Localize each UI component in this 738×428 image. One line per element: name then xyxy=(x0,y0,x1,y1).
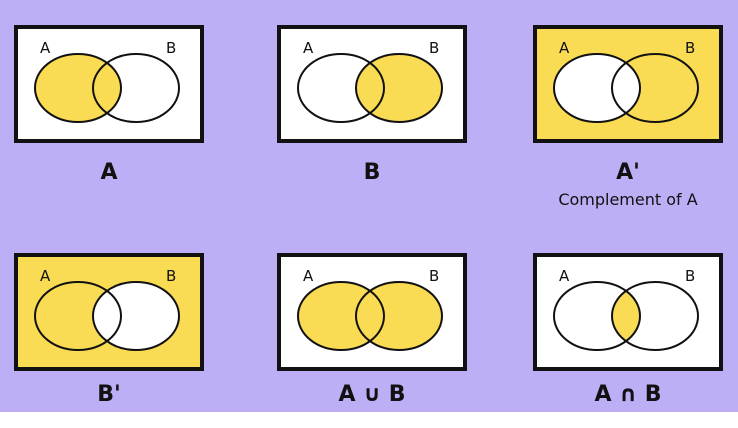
set-b-label: B xyxy=(685,39,695,57)
set-a-outline xyxy=(34,53,122,123)
caption-b-complement: B' xyxy=(97,382,121,407)
set-a-label: A xyxy=(40,267,51,285)
set-a-label: A xyxy=(303,267,314,285)
set-b-label: B xyxy=(166,267,176,285)
set-b-outline xyxy=(92,281,180,351)
set-b-outline xyxy=(355,281,443,351)
set-b-label: B xyxy=(429,39,439,57)
set-b-outline xyxy=(611,53,699,123)
subcaption-complement-of-a: Complement of A xyxy=(558,190,698,209)
set-a-outline xyxy=(297,281,385,351)
set-b-outline xyxy=(355,53,443,123)
set-a-label: A xyxy=(303,39,314,57)
set-a-outline xyxy=(553,281,641,351)
caption-a-complement: A' xyxy=(616,160,640,185)
caption-a-union-b: A ∪ B xyxy=(338,382,406,407)
set-b-outline xyxy=(611,281,699,351)
set-a-label: A xyxy=(559,267,570,285)
set-a-label: A xyxy=(40,39,51,57)
caption-b: B xyxy=(363,160,381,185)
set-a-outline xyxy=(297,53,385,123)
set-b-outline xyxy=(92,53,180,123)
set-a-label: A xyxy=(559,39,570,57)
caption-a: A xyxy=(100,160,118,185)
set-a-outline xyxy=(34,281,122,351)
set-b-label: B xyxy=(685,267,695,285)
set-b-label: B xyxy=(429,267,439,285)
caption-a-intersect-b: A ∩ B xyxy=(594,382,662,407)
set-b-label: B xyxy=(166,39,176,57)
set-a-outline xyxy=(553,53,641,123)
